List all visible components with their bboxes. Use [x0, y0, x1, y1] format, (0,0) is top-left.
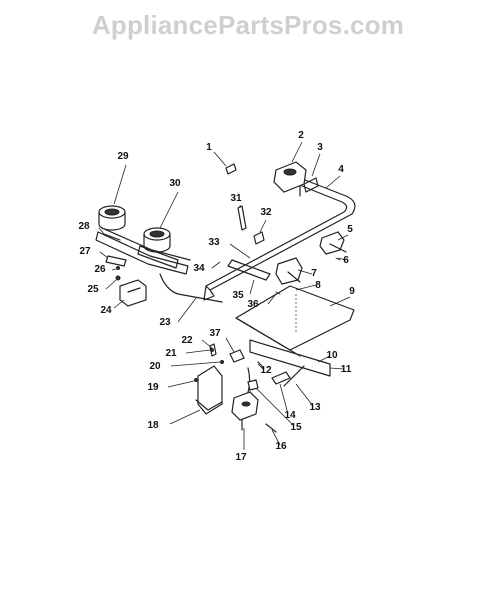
callout-2: 2 — [298, 130, 304, 141]
burner-valve-center — [275, 257, 303, 285]
burner-valve-right — [319, 231, 347, 255]
callout-4: 4 — [338, 164, 344, 175]
bracket-27 — [105, 255, 127, 267]
callout-11: 11 — [341, 364, 352, 375]
part-14 — [271, 371, 291, 385]
callout-1: 1 — [206, 142, 212, 153]
part-16 — [265, 423, 277, 433]
burner-right — [137, 227, 179, 269]
rod-31 — [237, 205, 247, 231]
callout-3: 3 — [317, 142, 323, 153]
callout-10: 10 — [326, 350, 338, 361]
watermark: AppliancePartsPros.com — [91, 10, 405, 40]
callout-31: 31 — [230, 193, 242, 204]
callout-32: 32 — [260, 207, 272, 218]
clip-1 — [225, 163, 237, 175]
callout-5: 5 — [347, 224, 353, 235]
bracket-32 — [253, 231, 265, 245]
callout-21: 21 — [165, 348, 177, 359]
callout-18: 18 — [147, 420, 159, 431]
part-22 — [209, 343, 217, 357]
callout-17: 17 — [235, 452, 247, 463]
callout-9: 9 — [349, 286, 355, 297]
callout-16: 16 — [275, 441, 287, 452]
callout-27: 27 — [79, 246, 91, 257]
part-12 — [257, 361, 263, 367]
callout-14: 14 — [284, 410, 296, 421]
leader-lines — [98, 141, 351, 450]
screw-26 — [116, 266, 120, 270]
callout-24: 24 — [100, 305, 112, 316]
bracket-28 — [103, 233, 121, 241]
screw-20 — [220, 360, 224, 364]
callout-20: 20 — [149, 361, 161, 372]
callout-25: 25 — [87, 284, 99, 295]
callout-29: 29 — [117, 151, 129, 162]
callout-8: 8 — [315, 280, 321, 291]
clip-37 — [229, 349, 245, 363]
callout-30: 30 — [169, 178, 181, 189]
burner-left — [95, 205, 191, 275]
screw-19 — [194, 378, 198, 382]
part-15 — [247, 379, 259, 391]
screw-25 — [115, 275, 121, 281]
callout-22: 22 — [181, 335, 193, 346]
callout-35: 35 — [232, 290, 244, 301]
callout-26: 26 — [94, 264, 106, 275]
callout-19: 19 — [147, 382, 159, 393]
screw-21 — [210, 348, 214, 352]
callout-15: 15 — [290, 422, 302, 433]
bracket-35 — [227, 259, 271, 281]
callout-33: 33 — [208, 237, 220, 248]
mounting-bracket-24 — [119, 279, 147, 307]
callout-6: 6 — [343, 255, 349, 266]
callout-28: 28 — [78, 221, 90, 232]
pressure-regulator — [273, 161, 307, 197]
rod-13 — [283, 365, 305, 387]
callout-13: 13 — [309, 402, 321, 413]
oven-thermostat-valve — [231, 391, 259, 431]
gas-manifold-tube — [203, 177, 356, 301]
burner-box — [235, 285, 355, 377]
callout-34: 34 — [193, 263, 205, 274]
tube-fitting — [303, 177, 319, 193]
pilot-tube — [159, 273, 223, 303]
callout-37: 37 — [209, 328, 221, 339]
screw-6 — [335, 257, 341, 261]
valve-bracket-18 — [195, 365, 223, 415]
callout-23: 23 — [159, 317, 171, 328]
callout-36: 36 — [247, 299, 259, 310]
callout-7: 7 — [311, 268, 317, 279]
callout-labels: 1234567891011121314151617181920212223242… — [78, 130, 355, 463]
callout-12: 12 — [260, 365, 272, 376]
